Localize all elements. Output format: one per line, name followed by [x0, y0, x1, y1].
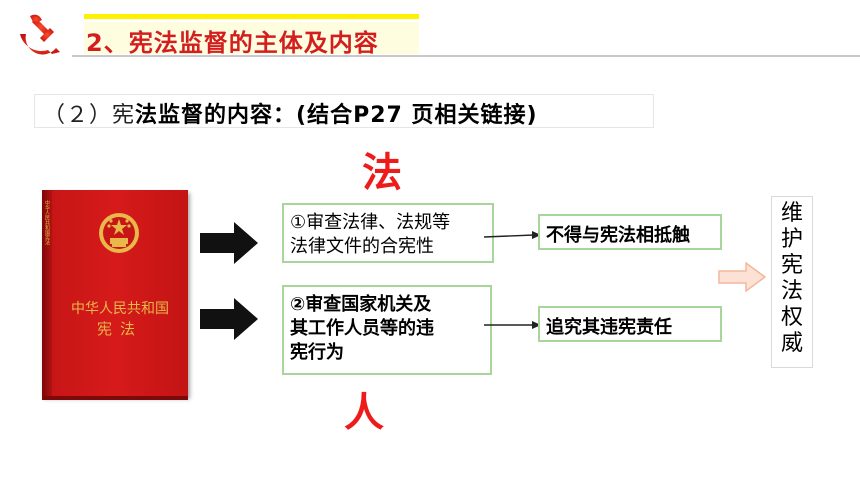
result-2: 追究其违宪责任: [546, 317, 672, 338]
result-box-2: 追究其违宪责任: [538, 306, 722, 342]
item-1-line-2: 法律文件的合宪性: [290, 236, 434, 257]
header-accent-bar: [84, 14, 419, 19]
book-title: 中华人民共和国: [71, 301, 169, 317]
goal-text: 维护宪法权威: [772, 201, 812, 357]
goal-char: 宪: [780, 253, 803, 278]
thin-arrow-icon: [484, 231, 541, 239]
review-organs-box: ②审查国家机关及 其工作人员等的违 宪行为: [282, 285, 492, 375]
header-highlight: [84, 22, 419, 54]
goal-char: 护: [780, 227, 803, 252]
item-2-line-2: 其工作人员等的违: [290, 318, 434, 339]
national-emblem-icon: [99, 213, 139, 253]
goal-box: 维护宪法权威: [771, 196, 813, 368]
result-box-1: 不得与宪法相抵触: [538, 214, 722, 250]
constitution-book-image: 中华人民共和国宪法 中华人民共和国 宪法: [42, 190, 188, 400]
thin-arrow-icon: [484, 321, 541, 329]
subtitle-rest: 法监督的内容：(结合P27 页相关链接): [135, 103, 538, 128]
review-laws-box: ①审查法律、法规等 法律文件的合宪性: [282, 203, 494, 263]
law-char: 法: [362, 150, 402, 196]
header-divider: [72, 55, 860, 57]
book-spine-label: 中华人民共和国宪法: [44, 200, 50, 245]
right-arrow-icon: [200, 222, 258, 264]
party-emblem-icon: [20, 14, 60, 55]
person-char: 人: [344, 390, 384, 436]
page-title: 2、宪法监督的主体及内容: [86, 29, 379, 57]
subtitle-prefix: （２）宪: [43, 103, 136, 128]
book-spine: 中华人民共和国宪法: [42, 190, 52, 396]
goal-char: 权: [780, 305, 803, 330]
goal-char: 维: [780, 201, 803, 226]
item-2-line-1: ②审查国家机关及: [290, 294, 432, 315]
subtitle: （２）宪法监督的内容：(结合P27 页相关链接): [43, 97, 538, 129]
goal-char: 威: [780, 331, 803, 356]
book-edge: [42, 396, 188, 400]
item-2-line-3: 宪行为: [290, 342, 344, 363]
subtitle-box: （２）宪法监督的内容：(结合P27 页相关链接): [34, 94, 654, 128]
result-1: 不得与宪法相抵触: [546, 225, 690, 246]
item-1-line-1: ①审查法律、法规等: [290, 212, 451, 233]
right-arrow-icon: [200, 298, 258, 340]
pink-arrow-icon: [718, 262, 766, 292]
goal-char: 法: [780, 279, 803, 304]
book-subtitle: 宪法: [96, 320, 143, 338]
